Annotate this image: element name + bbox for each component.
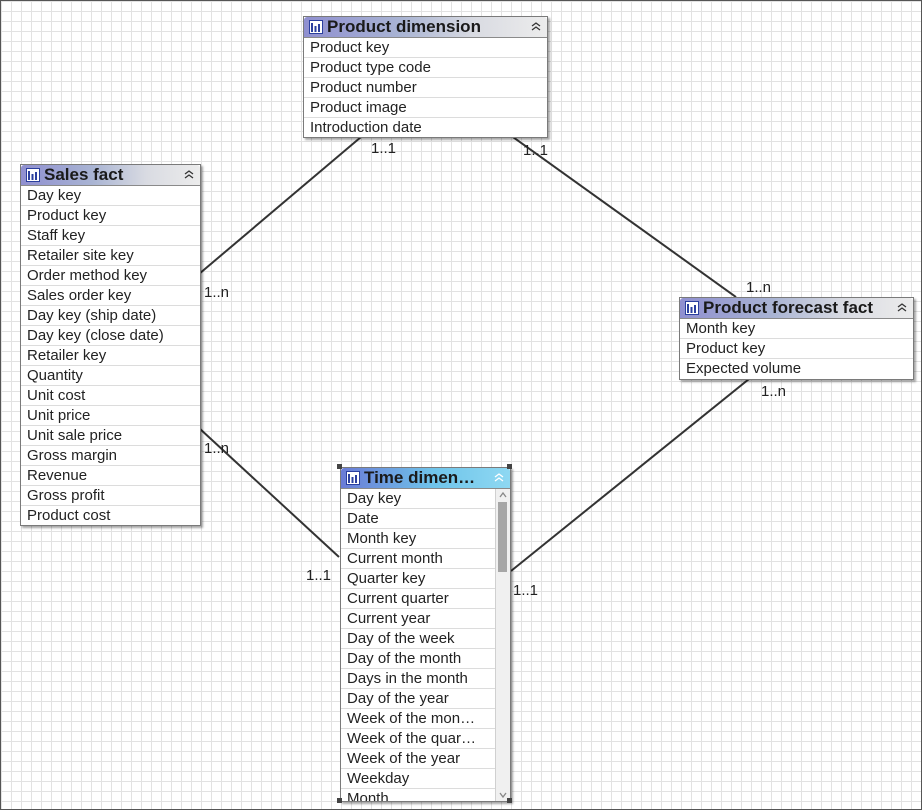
field-row[interactable]: Date — [341, 509, 496, 529]
field-row[interactable]: Day key (close date) — [21, 326, 200, 346]
table-title: Sales fact — [44, 165, 124, 184]
field-row[interactable]: Weekday — [341, 769, 496, 789]
resize-handle-bottom-right[interactable] — [507, 798, 512, 803]
link-forecast-time[interactable] — [510, 378, 750, 572]
field-row[interactable]: Month — [347, 790, 389, 802]
cardinality-label: 1..1 — [513, 582, 539, 599]
resize-handle-top-left[interactable] — [337, 464, 342, 469]
table-title: Time dimen… — [364, 468, 476, 487]
cardinality-label: 1..1 — [523, 142, 549, 159]
field-row[interactable]: Month key — [680, 319, 913, 339]
collapse-chevrons-icon[interactable] — [895, 301, 909, 315]
field-row[interactable]: Unit price — [21, 406, 200, 426]
cardinality-label: 1..n — [204, 440, 230, 457]
scrollbar-thumb[interactable] — [498, 502, 507, 572]
field-row[interactable]: Day key — [341, 489, 496, 509]
field-row[interactable]: Days in the month — [341, 669, 496, 689]
field-row[interactable]: Revenue — [21, 466, 200, 486]
collapse-chevrons-icon[interactable] — [492, 471, 506, 485]
table-header[interactable]: Product dimension — [304, 17, 547, 38]
table-header[interactable]: Sales fact — [21, 165, 200, 186]
field-row[interactable]: Product key — [21, 206, 200, 226]
table-icon — [346, 471, 360, 485]
field-row[interactable]: Introduction date — [310, 119, 422, 136]
field-row[interactable]: Retailer key — [21, 346, 200, 366]
collapse-chevrons-icon[interactable] — [529, 20, 543, 34]
field-row[interactable]: Unit sale price — [21, 426, 200, 446]
field-row[interactable]: Quantity — [21, 366, 200, 386]
field-row[interactable]: Unit cost — [21, 386, 200, 406]
vertical-scrollbar[interactable] — [495, 489, 510, 801]
link-sales-product[interactable] — [198, 136, 362, 275]
field-row[interactable]: Product image — [304, 98, 547, 118]
field-row[interactable]: Product type code — [304, 58, 547, 78]
table-header[interactable]: Product forecast fact — [680, 298, 913, 319]
table-title: Product forecast fact — [703, 298, 874, 317]
field-row[interactable]: Product cost — [27, 507, 111, 524]
field-row[interactable]: Gross margin — [21, 446, 200, 466]
table-product-forecast-fact[interactable]: Product forecast fact Month key Product … — [679, 297, 914, 380]
table-title: Product dimension — [327, 17, 481, 36]
resize-handle-top-right[interactable] — [507, 464, 512, 469]
field-row[interactable]: Day of the week — [341, 629, 496, 649]
field-row[interactable]: Retailer site key — [21, 246, 200, 266]
field-row[interactable]: Week of the quar… — [341, 729, 496, 749]
link-sales-time[interactable] — [198, 427, 340, 558]
cardinality-label: 1..n — [204, 284, 230, 301]
field-row[interactable]: Gross profit — [21, 486, 200, 506]
field-row[interactable]: Current quarter — [341, 589, 496, 609]
field-list: Day key Product key Staff key Retailer s… — [21, 186, 200, 525]
table-icon — [685, 301, 699, 315]
link-forecast-product[interactable] — [512, 136, 737, 298]
cardinality-label: 1..1 — [306, 567, 332, 584]
field-row[interactable]: Staff key — [21, 226, 200, 246]
field-row[interactable]: Product key — [304, 38, 547, 58]
field-row[interactable]: Expected volume — [686, 360, 802, 377]
field-row[interactable]: Day of the year — [341, 689, 496, 709]
field-row[interactable]: Product number — [304, 78, 547, 98]
collapse-chevrons-icon[interactable] — [182, 168, 196, 182]
field-row[interactable]: Product key — [680, 339, 913, 359]
cardinality-label: 1..n — [761, 383, 787, 400]
table-icon — [309, 20, 323, 34]
cardinality-label: 1..n — [746, 279, 772, 296]
cardinality-label: 1..1 — [371, 140, 397, 157]
table-icon — [26, 168, 40, 182]
table-time-dimension[interactable]: Time dimen… Day key Date Month key Curre… — [340, 467, 511, 802]
field-row[interactable]: Quarter key — [341, 569, 496, 589]
field-row[interactable]: Current month — [341, 549, 496, 569]
field-list: Month key Product key Expected volume — [680, 319, 913, 379]
table-sales-fact[interactable]: Sales fact Day key Product key Staff key… — [20, 164, 201, 526]
field-row[interactable]: Day key — [21, 186, 200, 206]
resize-handle-bottom-left[interactable] — [337, 798, 342, 803]
scroll-up-arrow-icon[interactable] — [496, 489, 510, 501]
field-row[interactable]: Week of the mon… — [341, 709, 496, 729]
field-list: Day key Date Month key Current month Qua… — [341, 489, 496, 802]
table-product-dimension[interactable]: Product dimension Product key Product ty… — [303, 16, 548, 138]
field-row[interactable]: Day of the month — [341, 649, 496, 669]
field-row[interactable]: Current year — [341, 609, 496, 629]
field-row[interactable]: Day key (ship date) — [21, 306, 200, 326]
table-header[interactable]: Time dimen… — [341, 468, 510, 489]
field-row[interactable]: Month key — [341, 529, 496, 549]
field-list: Product key Product type code Product nu… — [304, 38, 547, 137]
field-row[interactable]: Order method key — [21, 266, 200, 286]
scroll-down-arrow-icon[interactable] — [496, 789, 510, 801]
field-row[interactable]: Week of the year — [341, 749, 496, 769]
field-row[interactable]: Sales order key — [21, 286, 200, 306]
